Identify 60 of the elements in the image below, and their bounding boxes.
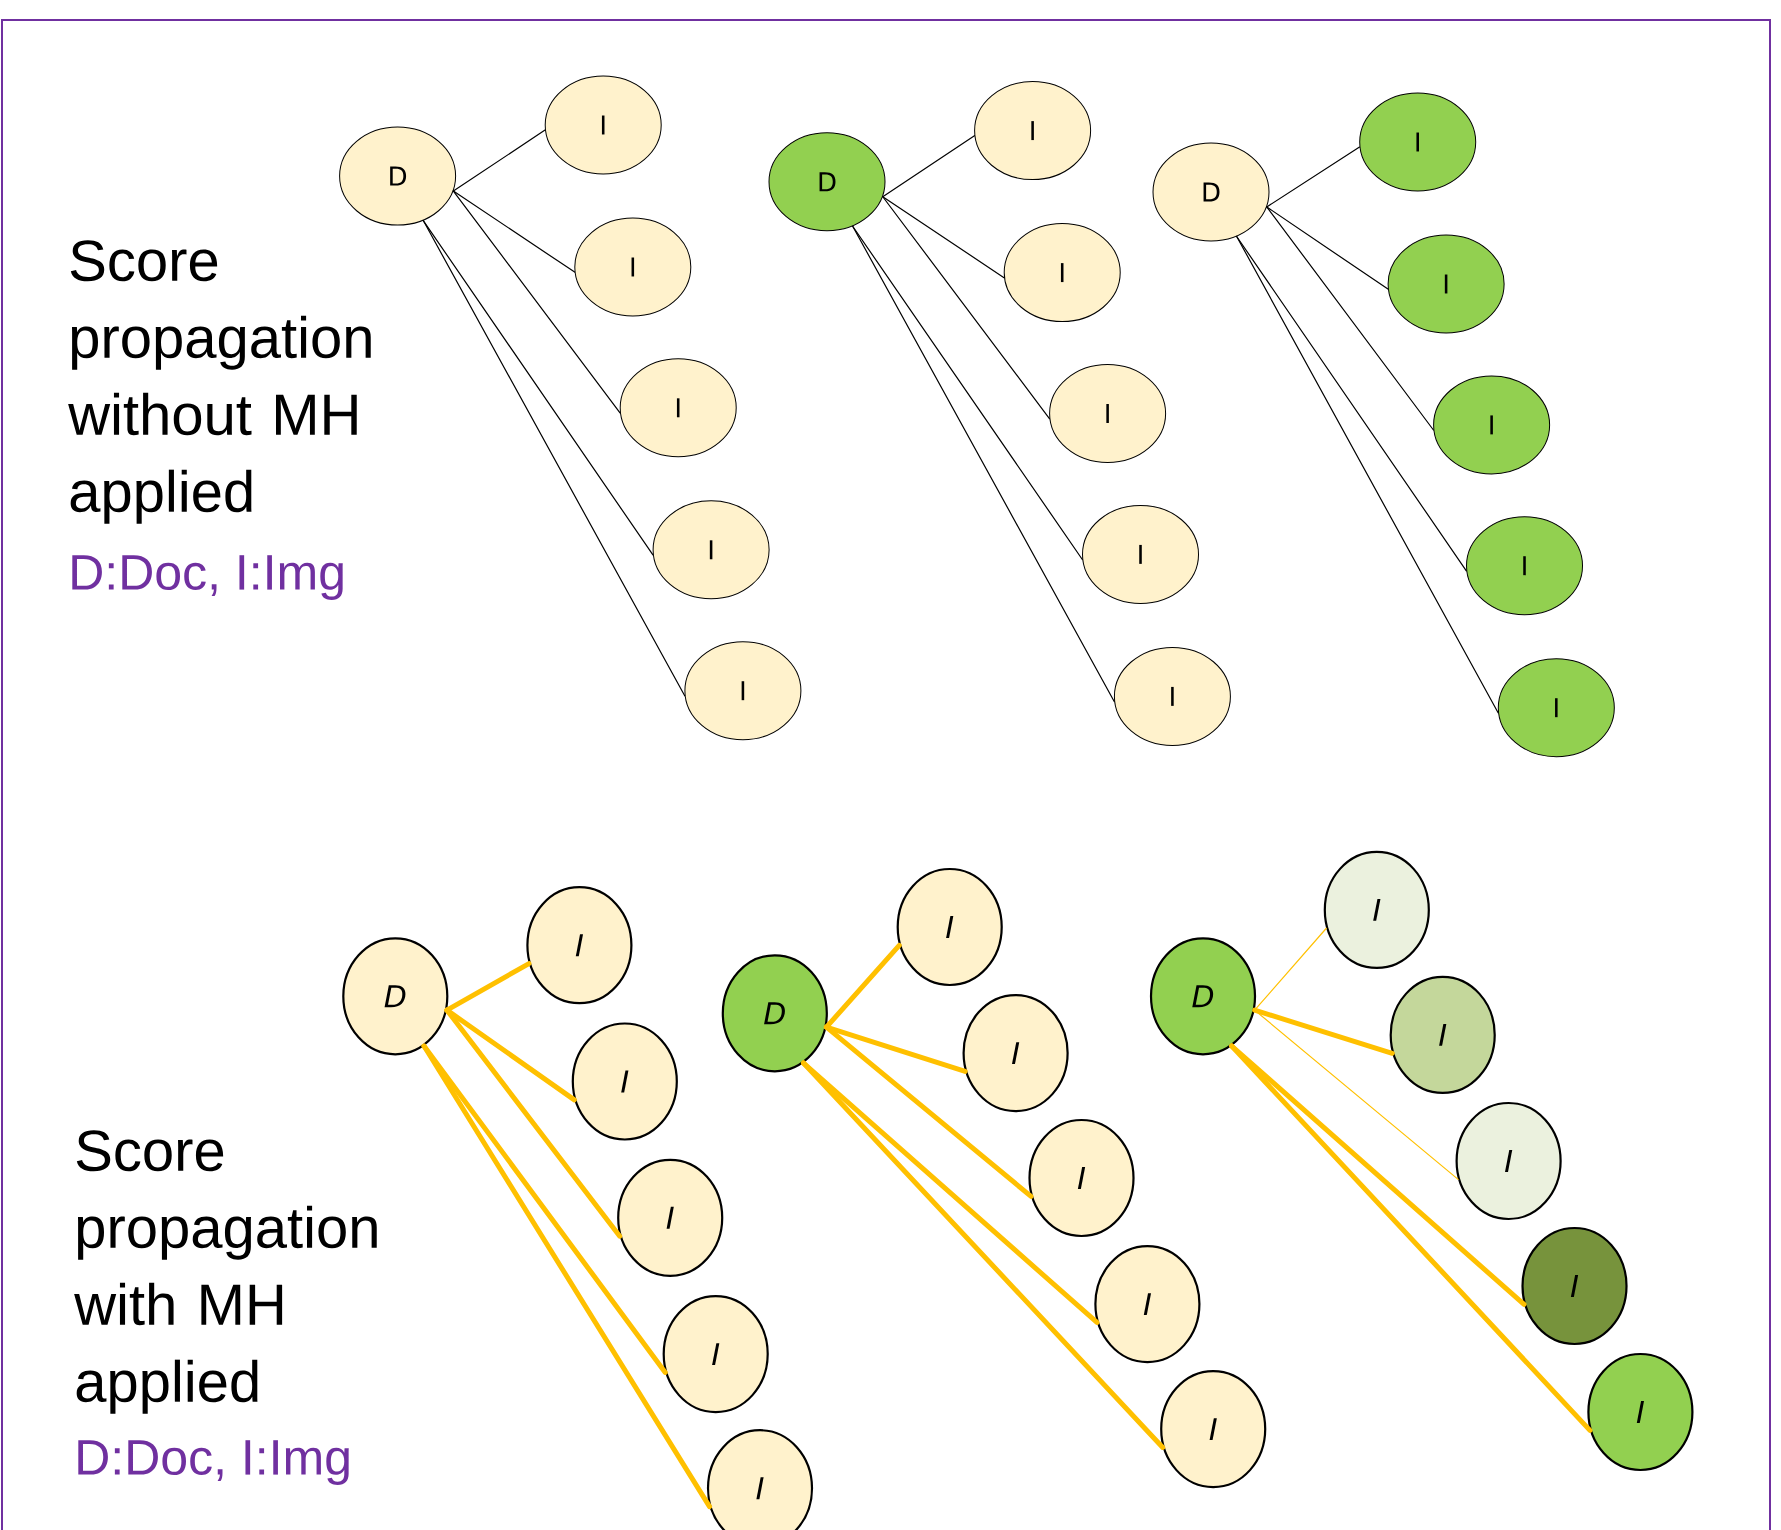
ellipse-node: I (1003, 223, 1121, 323)
ellipse-node: I (544, 75, 662, 175)
ellipse-node: I (1049, 364, 1167, 463)
connector-line (1229, 1043, 1593, 1433)
ellipse-node: D (339, 126, 457, 226)
ellipse-node: I (896, 867, 1003, 987)
connector-line (1266, 146, 1361, 208)
ellipse-node: I (706, 1429, 814, 1530)
ellipse-node: D (721, 954, 828, 1073)
ellipse-node: I (652, 500, 770, 600)
ellipse-node: I (617, 1158, 724, 1277)
connector-line (882, 196, 1050, 420)
ellipse-node: D (1152, 142, 1270, 242)
ellipse-node: I (962, 994, 1069, 1113)
connector-line (1252, 1007, 1395, 1056)
ellipse-node: I (1587, 1352, 1694, 1472)
ellipse-node: I (662, 1295, 769, 1414)
ellipse-node: I (574, 217, 692, 317)
connector-line (452, 129, 546, 192)
key-note: D:Doc, I:Img (72, 555, 343, 600)
key-note: D:Doc, I:Img (78, 1440, 349, 1485)
ellipse-node: I (684, 641, 802, 741)
connector-line (852, 225, 1115, 703)
connector-line (1266, 206, 1389, 290)
ellipse-node: I (1387, 234, 1505, 334)
connector-line (1266, 206, 1434, 431)
heading-text: Score propagation with MH applied (74, 1130, 377, 1414)
ellipse-node: I (1094, 1245, 1201, 1364)
connector-line (421, 1043, 713, 1510)
connector-line (882, 135, 975, 198)
ellipse-node: D (1149, 937, 1257, 1056)
connector-line (1236, 235, 1499, 714)
connector-line (823, 1024, 1034, 1199)
ellipse-node: I (619, 358, 737, 458)
connector-line (882, 196, 1005, 279)
connector-line (801, 1060, 1166, 1450)
ellipse-node: I (1359, 92, 1477, 192)
ellipse-node: I (1389, 975, 1496, 1094)
ellipse-node: D (342, 937, 449, 1056)
ellipse-node: I (1160, 1370, 1267, 1489)
ellipse-node: I (1082, 504, 1199, 604)
ellipse-node: I (1323, 850, 1430, 969)
connector-line (444, 961, 532, 1013)
ellipse-node: I (1521, 1226, 1628, 1346)
connector-line (1254, 927, 1327, 1011)
ellipse-node: I (526, 886, 633, 1005)
connector-line (452, 190, 621, 414)
ellipse-node: I (1497, 658, 1615, 758)
connector-line (444, 1007, 623, 1239)
connector-line (452, 190, 576, 273)
ellipse-node: I (1028, 1118, 1135, 1238)
ellipse-node: I (571, 1022, 678, 1141)
ellipse-node: I (1466, 516, 1583, 616)
ellipse-node: I (1455, 1101, 1562, 1221)
connector-line (422, 219, 686, 697)
ellipse-node: I (1433, 375, 1551, 475)
ellipse-node: I (974, 81, 1092, 181)
ellipse-node: D (768, 132, 886, 232)
ellipse-node: I (1113, 646, 1231, 746)
heading-text: Score propagation without MH applied (68, 240, 371, 524)
